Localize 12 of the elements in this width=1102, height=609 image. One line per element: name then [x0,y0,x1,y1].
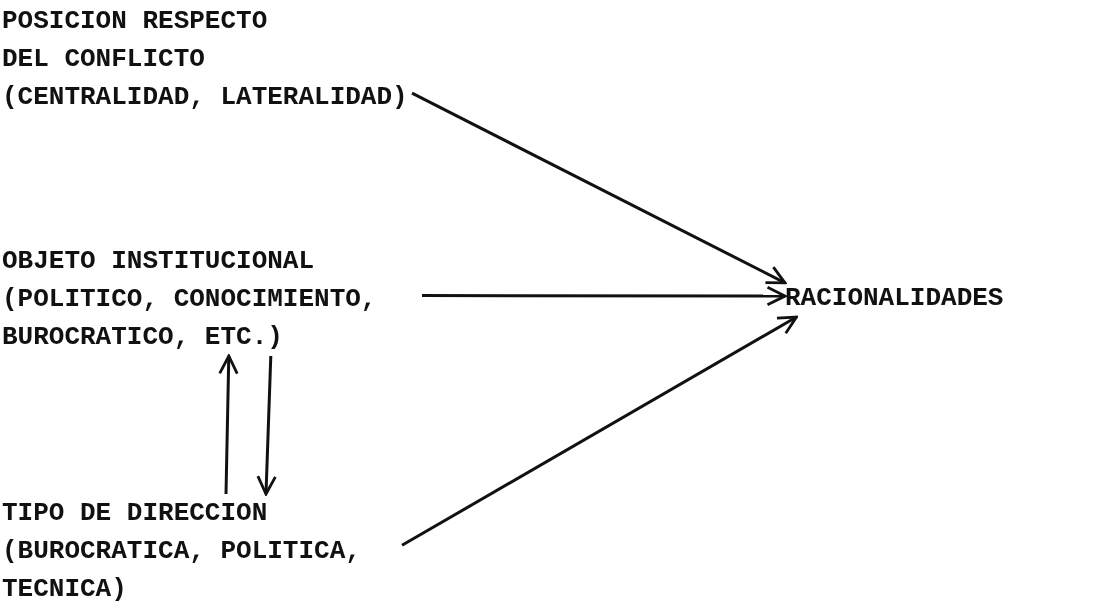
node-heading: POSICION RESPECTO DEL CONFLICTO [2,5,269,76]
arrow [422,285,787,307]
node-heading: RACIONALIDADES [785,282,1005,315]
node-text: (BUROCRATICA, POLITICA, TECNICA) [2,535,362,606]
arrow [411,91,787,285]
arrow [218,354,239,495]
arrow [401,315,798,547]
node-text: (CENTRALIDAD, LATERALIDAD) [2,81,409,114]
node-heading: OBJETO INSTITUCIONAL [2,245,316,278]
arrow [256,355,277,496]
node-heading: TIPO DE DIRECCION [2,497,269,530]
node-text: (POLITICO, CONOCIMIENTO, BUROCRATICO, ETC.) [2,283,378,354]
